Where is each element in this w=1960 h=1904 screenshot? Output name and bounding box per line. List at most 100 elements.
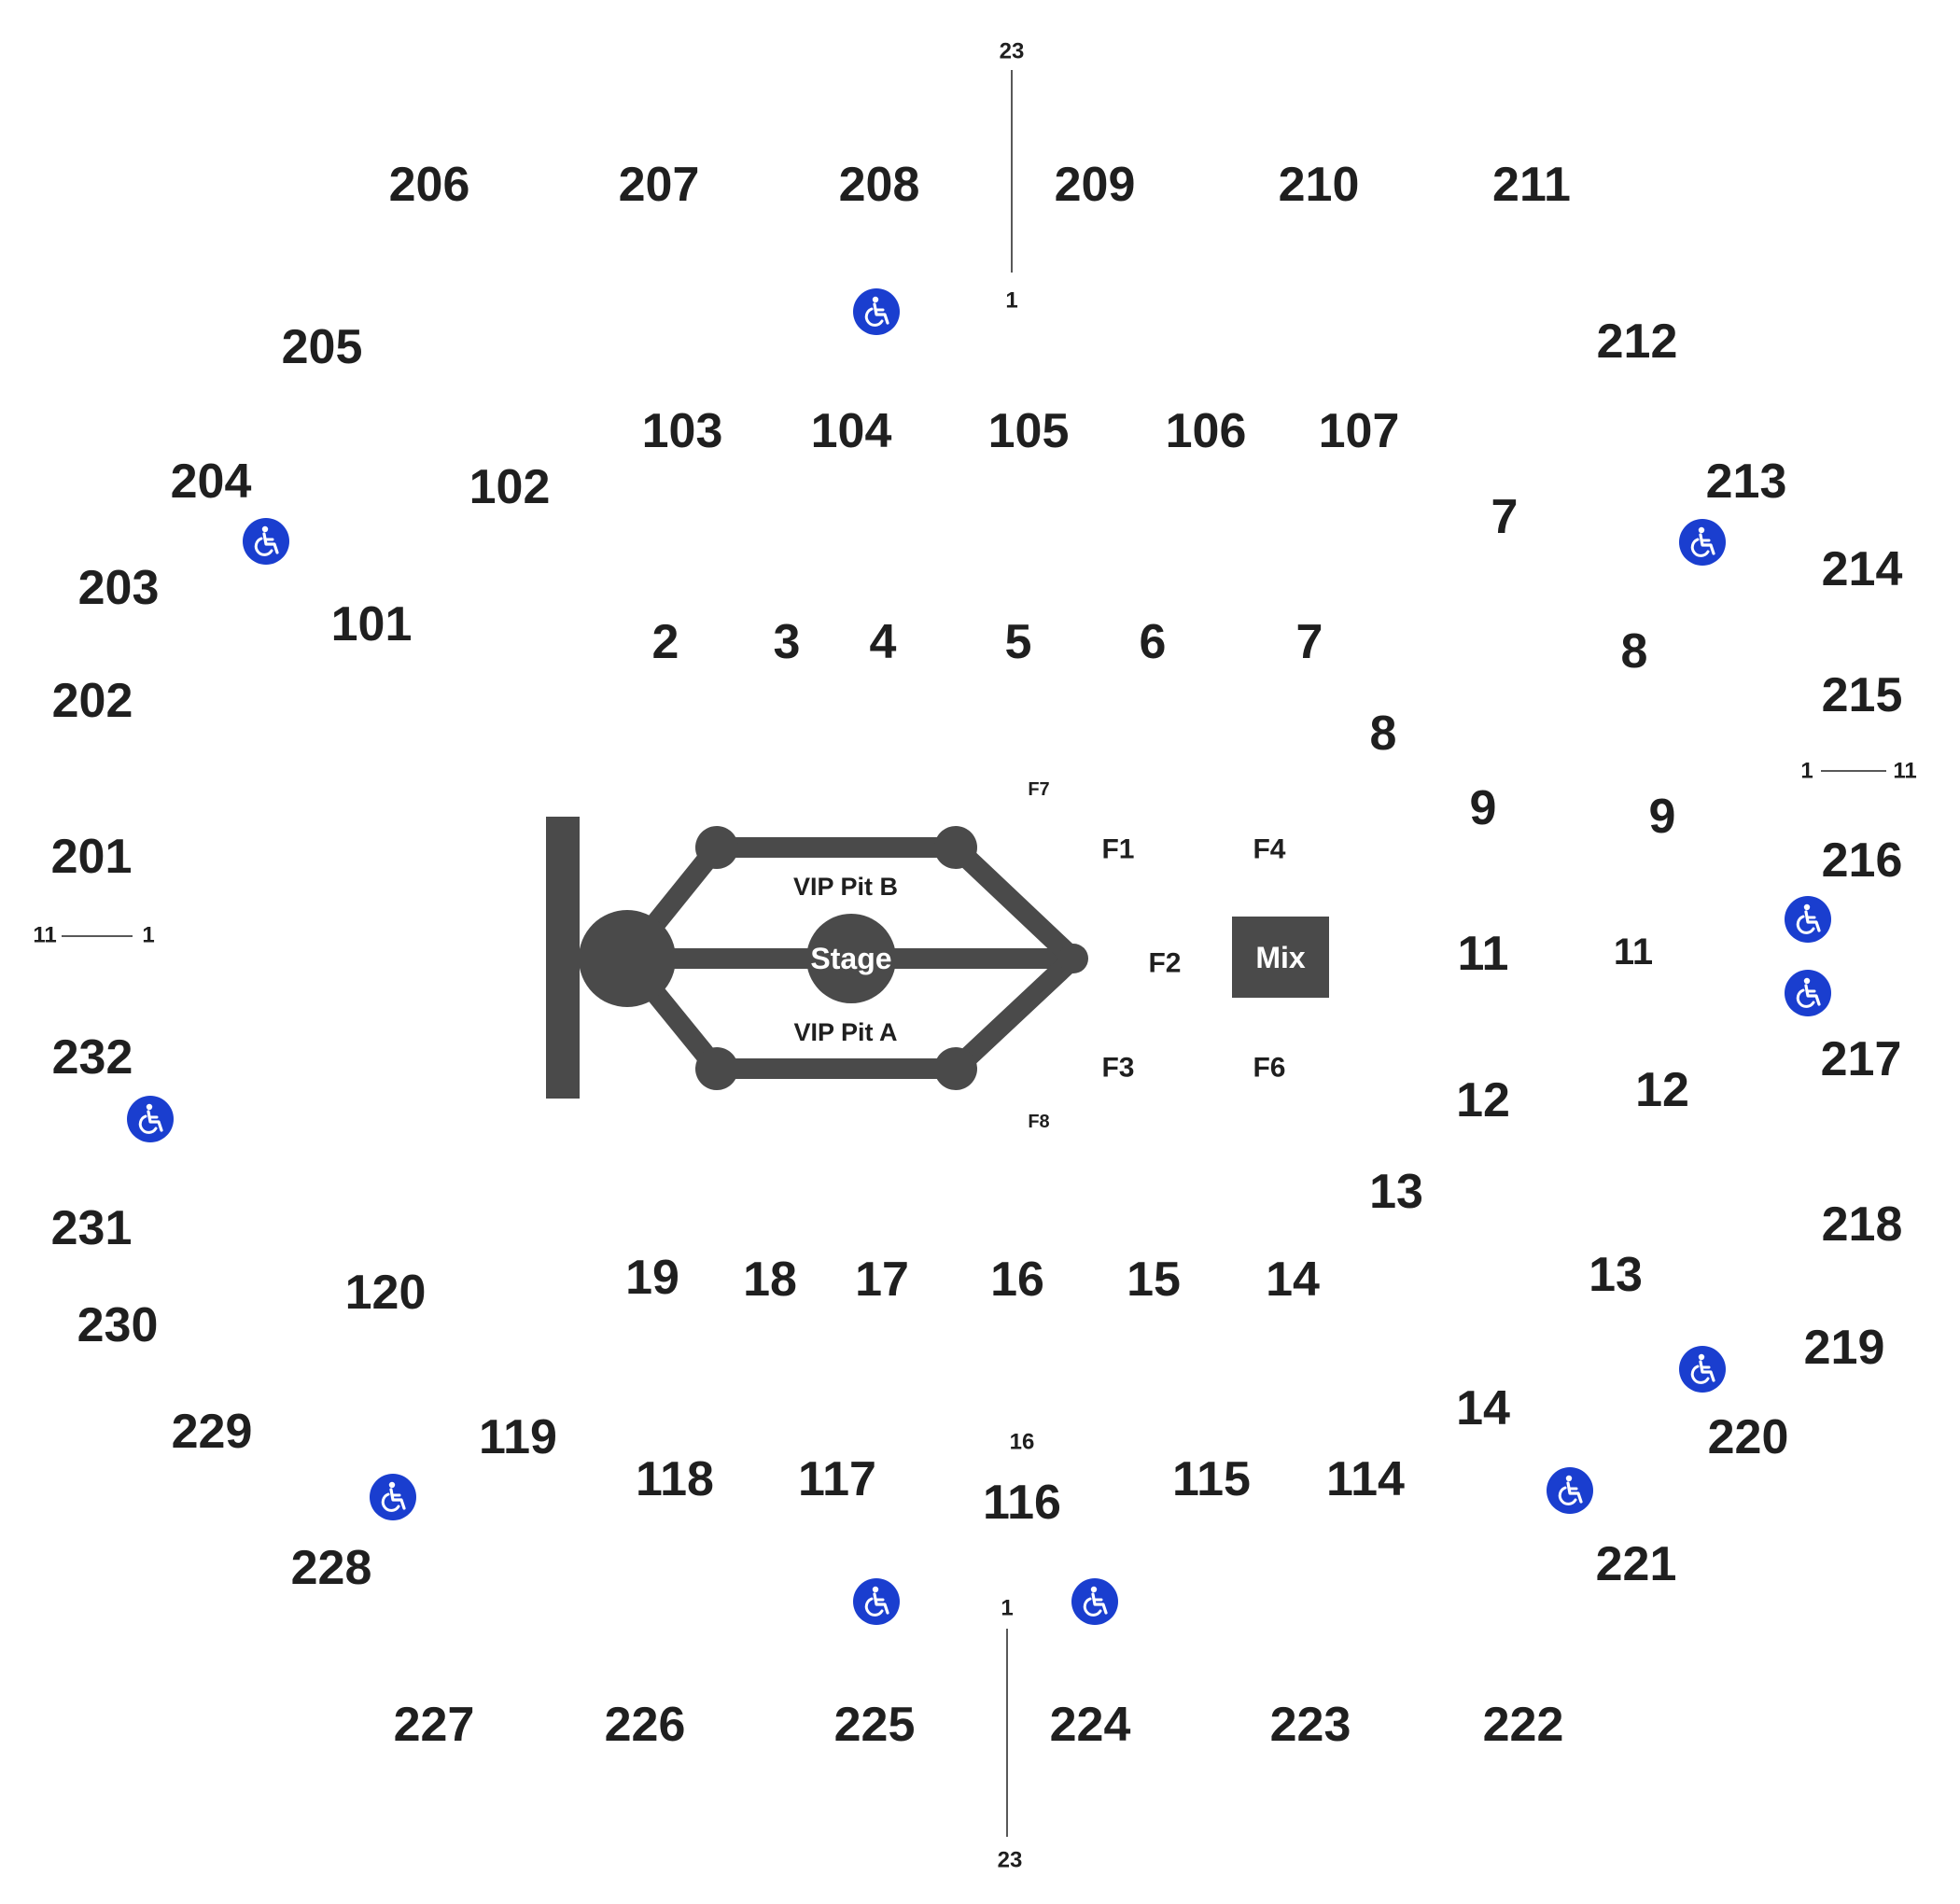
section-216[interactable]: 216 — [1822, 833, 1903, 888]
floor-zone-f3[interactable]: F3 — [1101, 1053, 1134, 1084]
right-section-8[interactable]: 8 — [1621, 624, 1648, 679]
row-right-1: 1 — [1800, 759, 1813, 784]
section-102[interactable]: 102 — [469, 460, 551, 514]
section-206[interactable]: 206 — [389, 158, 470, 212]
section-119[interactable]: 119 — [479, 1410, 557, 1464]
wheelchair-icon[interactable] — [1677, 517, 1728, 567]
section-107[interactable]: 107 — [1319, 404, 1400, 458]
section-211[interactable]: 211 — [1492, 158, 1571, 212]
right-section-9[interactable]: 9 — [1649, 790, 1676, 844]
section-209[interactable]: 209 — [1055, 158, 1136, 212]
section-217[interactable]: 217 — [1821, 1032, 1902, 1086]
section-205[interactable]: 205 — [282, 320, 363, 374]
floor-zones: F1 F2 F3 F4 F6 F7 F8 — [1028, 779, 1285, 1132]
wheelchair-icon[interactable] — [1677, 1344, 1728, 1394]
floor-section-5[interactable]: 5 — [1005, 615, 1032, 669]
section-214[interactable]: 214 — [1822, 542, 1903, 596]
section-106[interactable]: 106 — [1166, 404, 1247, 458]
section-204[interactable]: 204 — [171, 455, 252, 509]
section-120[interactable]: 120 — [345, 1266, 427, 1320]
floor-section-3[interactable]: 3 — [774, 615, 801, 669]
section-116[interactable]: 116 — [983, 1476, 1061, 1530]
right-section-12[interactable]: 12 — [1635, 1063, 1689, 1117]
section-104[interactable]: 104 — [811, 404, 892, 458]
section-228[interactable]: 228 — [291, 1541, 372, 1595]
stage-back-wall — [546, 817, 580, 1099]
row-left-11: 11 — [33, 923, 56, 948]
floor-section-12[interactable]: 12 — [1456, 1073, 1510, 1127]
right-section-7[interactable]: 7 — [1491, 490, 1519, 544]
wheelchair-icon[interactable] — [851, 287, 902, 337]
vip-pit-a-label[interactable]: VIP Pit A — [793, 1018, 897, 1046]
floor-section-4[interactable]: 4 — [870, 615, 897, 669]
section-212[interactable]: 212 — [1597, 315, 1678, 369]
runway-node-5 — [1058, 944, 1088, 973]
wheelchair-icon[interactable] — [1070, 1576, 1120, 1627]
row-top-23: 23 — [1000, 39, 1025, 64]
section-215[interactable]: 215 — [1822, 668, 1903, 722]
row-right-11: 11 — [1893, 759, 1916, 784]
section-201[interactable]: 201 — [51, 830, 133, 884]
floor-section-15[interactable]: 15 — [1127, 1253, 1181, 1307]
right-section-11[interactable]: 11 — [1614, 931, 1653, 973]
floor-section-2[interactable]: 2 — [652, 615, 679, 669]
section-210[interactable]: 210 — [1279, 158, 1360, 212]
section-114[interactable]: 114 — [1326, 1452, 1405, 1506]
floor-section-6[interactable]: 6 — [1140, 615, 1167, 669]
floor-zone-f4[interactable]: F4 — [1253, 834, 1285, 865]
section-208[interactable]: 208 — [839, 158, 920, 212]
section-118[interactable]: 118 — [636, 1452, 714, 1506]
floor-section-7[interactable]: 7 — [1296, 615, 1323, 669]
floor-zone-f6[interactable]: F6 — [1253, 1053, 1285, 1084]
section-101[interactable]: 101 — [331, 597, 413, 651]
center-stage-circle[interactable] — [806, 914, 896, 1003]
wheelchair-icon[interactable] — [368, 1472, 418, 1522]
section-202[interactable]: 202 — [52, 674, 133, 728]
section-223[interactable]: 223 — [1270, 1698, 1351, 1752]
vip-pit-b-label[interactable]: VIP Pit B — [793, 873, 898, 901]
section-225[interactable]: 225 — [834, 1698, 916, 1752]
section-222[interactable]: 222 — [1483, 1698, 1564, 1752]
floor-section-17[interactable]: 17 — [855, 1253, 909, 1307]
floor-section-16[interactable]: 16 — [990, 1253, 1044, 1307]
floor-section-13[interactable]: 13 — [1369, 1165, 1423, 1219]
wheelchair-icon[interactable] — [241, 516, 291, 567]
row-116-16: 16 — [1010, 1430, 1035, 1455]
section-203[interactable]: 203 — [78, 561, 160, 615]
section-229[interactable]: 229 — [172, 1405, 253, 1459]
row-top-1: 1 — [1005, 288, 1017, 314]
floor-section-18[interactable]: 18 — [743, 1253, 797, 1307]
wheelchair-icon[interactable] — [1783, 894, 1833, 945]
floor-zone-f7[interactable]: F7 — [1028, 779, 1049, 800]
section-103[interactable]: 103 — [642, 404, 723, 458]
section-213[interactable]: 213 — [1706, 455, 1787, 509]
right-section-13[interactable]: 13 — [1589, 1248, 1643, 1302]
section-220[interactable]: 220 — [1708, 1410, 1789, 1464]
section-232[interactable]: 232 — [52, 1030, 133, 1085]
floor-section-14[interactable]: 14 — [1266, 1253, 1320, 1307]
section-117[interactable]: 117 — [798, 1452, 876, 1506]
section-105[interactable]: 105 — [988, 404, 1070, 458]
floor-section-11[interactable]: 11 — [1458, 927, 1509, 981]
section-221[interactable]: 221 — [1596, 1537, 1677, 1591]
section-218[interactable]: 218 — [1822, 1197, 1903, 1252]
section-227[interactable]: 227 — [394, 1698, 475, 1752]
floor-zone-f1[interactable]: F1 — [1101, 834, 1134, 865]
floor-section-8[interactable]: 8 — [1370, 707, 1397, 761]
wheelchair-icon[interactable] — [1783, 968, 1833, 1018]
floor-section-19[interactable]: 19 — [625, 1251, 679, 1305]
section-224[interactable]: 224 — [1050, 1698, 1131, 1752]
section-230[interactable]: 230 — [77, 1298, 159, 1352]
section-115[interactable]: 115 — [1172, 1452, 1251, 1506]
floor-zone-f2[interactable]: F2 — [1148, 948, 1181, 979]
section-231[interactable]: 231 — [51, 1201, 133, 1255]
wheelchair-icon[interactable] — [851, 1576, 902, 1627]
section-226[interactable]: 226 — [605, 1698, 686, 1752]
section-207[interactable]: 207 — [619, 158, 700, 212]
section-219[interactable]: 219 — [1804, 1321, 1885, 1375]
right-section-14[interactable]: 14 — [1456, 1381, 1510, 1435]
floor-section-9[interactable]: 9 — [1470, 781, 1497, 835]
floor-zone-f8[interactable]: F8 — [1028, 1112, 1049, 1132]
wheelchair-icon[interactable] — [125, 1094, 175, 1144]
wheelchair-icon[interactable] — [1545, 1465, 1595, 1516]
